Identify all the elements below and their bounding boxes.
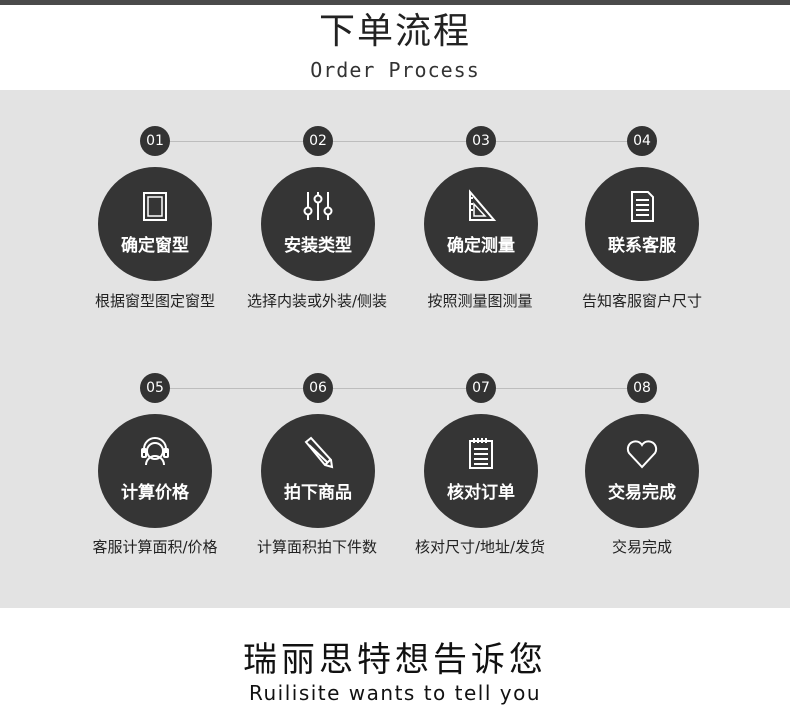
connector-line <box>170 141 304 142</box>
window-icon <box>98 187 212 227</box>
step-description: 选择内装或外装/侧装 <box>246 292 388 310</box>
step-description: 客服计算面积/价格 <box>92 538 218 556</box>
step-number: 01 <box>140 126 170 156</box>
footer-subtitle: Ruilisite wants to tell you <box>248 681 542 705</box>
pencil-icon <box>261 434 375 474</box>
step-description: 按照测量图测量 <box>427 292 533 310</box>
step-label: 计算价格 <box>121 483 189 503</box>
step-number: 06 <box>303 373 333 403</box>
step-label: 确定窗型 <box>121 236 189 256</box>
step-number: 07 <box>466 373 496 403</box>
step-card-select-window: 确定窗型 <box>98 167 212 281</box>
footer-title: 瑞丽思特想告诉您 <box>243 640 547 680</box>
ruler-triangle-icon <box>424 187 538 227</box>
step-label: 安装类型 <box>284 236 352 256</box>
heart-icon <box>585 434 699 474</box>
page-subtitle: Order Process <box>310 58 480 82</box>
step-card-install-type: 安装类型 <box>261 167 375 281</box>
step-number: 08 <box>627 373 657 403</box>
step-label: 核对订单 <box>447 483 515 503</box>
connector-line <box>333 141 467 142</box>
step-number: 05 <box>140 373 170 403</box>
sliders-icon <box>261 187 375 227</box>
step-label: 确定测量 <box>447 236 515 256</box>
step-number: 02 <box>303 126 333 156</box>
step-label: 联系客服 <box>608 236 676 256</box>
step-label: 交易完成 <box>608 483 676 503</box>
step-description: 交易完成 <box>611 538 672 556</box>
step-card-measure: 确定测量 <box>424 167 538 281</box>
step-label: 拍下商品 <box>284 483 352 503</box>
step-description: 核对尺寸/地址/发货 <box>414 538 546 556</box>
top-bar <box>0 0 790 5</box>
step-description: 计算面积拍下件数 <box>256 538 377 556</box>
step-description: 告知客服窗户尺寸 <box>581 292 702 310</box>
step-card-transaction-complete: 交易完成 <box>585 414 699 528</box>
connector-line <box>496 388 630 389</box>
connector-line <box>170 388 304 389</box>
step-card-place-order: 拍下商品 <box>261 414 375 528</box>
step-card-verify-order: 核对订单 <box>424 414 538 528</box>
step-card-contact-service: 联系客服 <box>585 167 699 281</box>
notepad-icon <box>424 434 538 474</box>
document-icon <box>585 187 699 227</box>
step-card-calculate-price: 计算价格 <box>98 414 212 528</box>
step-number: 04 <box>627 126 657 156</box>
step-description: 根据窗型图定窗型 <box>94 292 215 310</box>
connector-line <box>333 388 467 389</box>
page-title: 下单流程 <box>318 11 471 52</box>
headset-icon <box>98 434 212 474</box>
step-number: 03 <box>466 126 496 156</box>
process-panel: 01 确定窗型 根据窗型图定窗型 02 安装类型 选择内装或外装/侧装 03 确… <box>0 90 790 608</box>
connector-line <box>496 141 630 142</box>
